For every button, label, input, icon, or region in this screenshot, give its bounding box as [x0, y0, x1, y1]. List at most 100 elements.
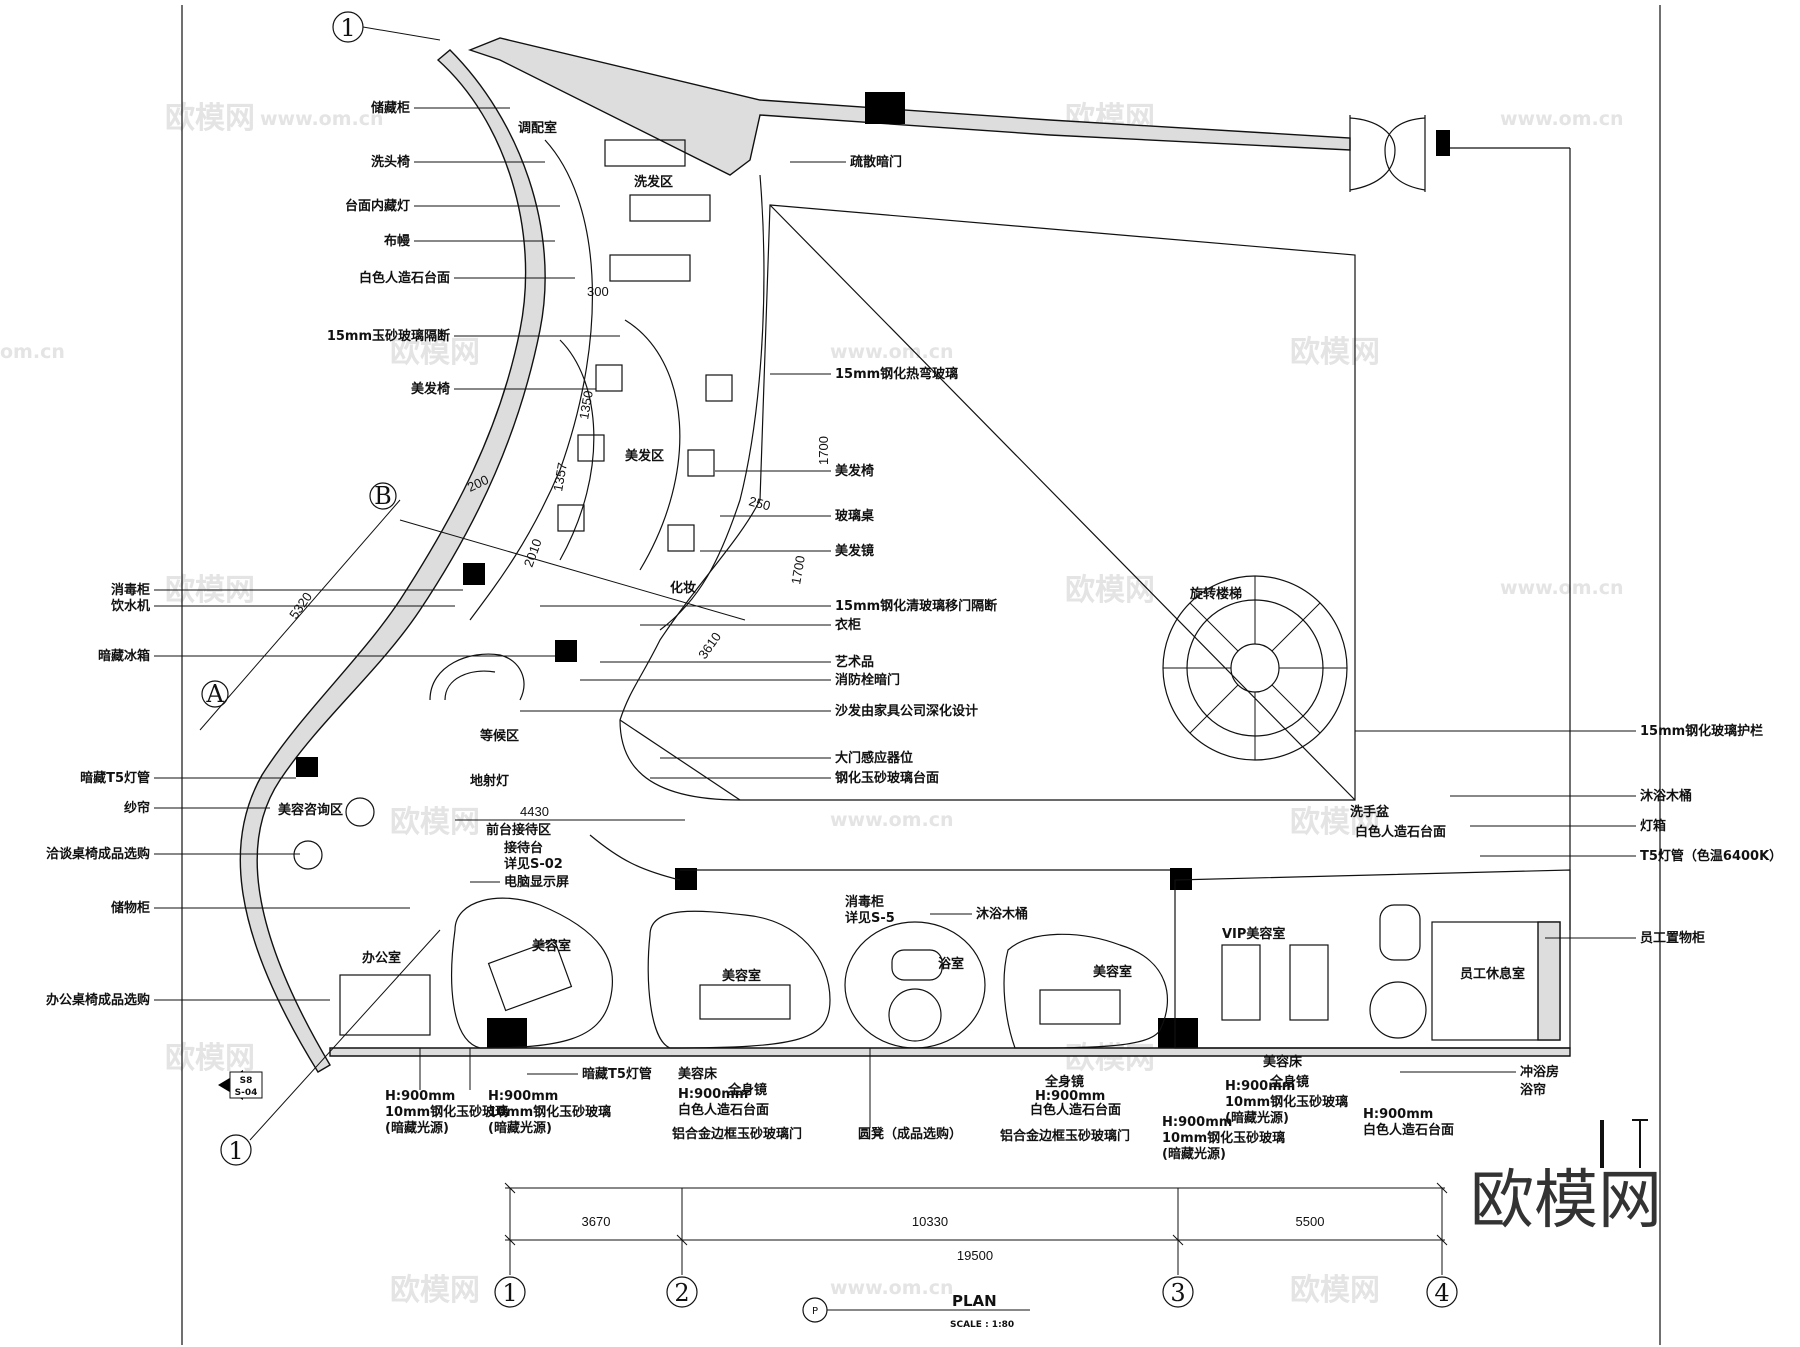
beauty-room-3 [1003, 933, 1169, 1049]
grid-bubble-label: 4 [1434, 1279, 1449, 1307]
watermark-text: 欧模网 [390, 1273, 480, 1308]
beauty-bed [487, 938, 573, 1012]
label-center: 消防栓暗门 [835, 672, 900, 688]
dimension-total: 19500 [957, 1248, 993, 1263]
label-bottom: 冲浴房 [1520, 1064, 1559, 1080]
column [1158, 1018, 1198, 1048]
beauty-bed [1039, 989, 1121, 1025]
room-name: 办公室 [362, 950, 401, 966]
dimension-text: 1350 [576, 389, 596, 420]
label-right: 沐浴木桶 [1640, 788, 1692, 804]
label-center: 衣柜 [835, 617, 861, 633]
styling-chair [705, 374, 733, 402]
right-labels: 15mm钢化玻璃护栏 洗手盆 白色人造石台面 沐浴木桶 灯箱 T5灯管（色温64… [845, 723, 1782, 946]
note-h900: 10mm钢化玉砂玻璃 [1225, 1094, 1348, 1110]
dimension-text: 1700 [816, 436, 831, 465]
note-h900: H:900mm [1225, 1079, 1295, 1094]
consult-chair [345, 797, 375, 827]
label-bottom: 白色人造石台面 [678, 1102, 769, 1118]
note-h900: 10mm钢化玉砂玻璃 [488, 1104, 611, 1120]
title-block: P PLAN SCALE : 1:80 [802, 1292, 1030, 1330]
column [296, 757, 318, 777]
round-stool [888, 988, 942, 1042]
counter-curve [469, 139, 593, 621]
watermark-text: 欧模网 [1290, 1273, 1380, 1308]
south-wall [329, 1047, 1571, 1057]
beauty-room-2 [647, 910, 831, 1049]
label-right: T5灯管（色温6400K） [1640, 848, 1782, 864]
column [555, 640, 577, 662]
label-left: 洗头椅 [371, 154, 410, 170]
plan-marker: P [812, 1306, 818, 1317]
label-right: 15mm钢化玻璃护栏 [1640, 723, 1763, 739]
h900-notes: H:900mm 10mm钢化玉砂玻璃 (暗藏光源) H:900mm 10mm钢化… [385, 1048, 1433, 1162]
section-tag-bottom: S-04 [235, 1088, 258, 1098]
label-bottom: 铝合金边框玉砂玻璃门 [1000, 1128, 1130, 1144]
dimension-text: 250 [747, 493, 772, 513]
section-tag-top: S8 [240, 1076, 253, 1086]
door-leaf [1349, 117, 1396, 191]
note-h900: (暗藏光源) [1225, 1110, 1289, 1126]
note-h900: (暗藏光源) [488, 1120, 552, 1136]
watermark-url: www.om.cn [1500, 108, 1624, 130]
label-left: 白色人造石台面 [359, 270, 450, 286]
label-center: 艺术品 [835, 654, 874, 670]
column [1436, 130, 1450, 156]
dimension-segment: 5500 [1296, 1214, 1325, 1229]
label-right: 白色人造石台面 [1355, 824, 1446, 840]
label-center: 接待台 [504, 840, 543, 856]
note-h900: 10mm钢化玉砂玻璃 [1162, 1130, 1285, 1146]
waiting-sofa [444, 670, 496, 701]
label-left: 美发椅 [411, 381, 450, 397]
room-name: 浴室 [938, 956, 964, 972]
grid-bubble [494, 1276, 526, 1308]
section-mark-label: B [374, 482, 392, 510]
label-center: 钢化玉砂玻璃台面 [835, 770, 939, 786]
section-mark-label: 1 [340, 14, 355, 42]
label-bottom: 浴帘 [1520, 1082, 1546, 1098]
dimension-text: 3610 [695, 629, 724, 661]
label-center: 玻璃桌 [835, 508, 875, 524]
shower-enclosure [1369, 981, 1427, 1039]
note-h900: H:900mm [1162, 1115, 1232, 1130]
room-name: 前台接待区 [486, 822, 551, 838]
watermark-url: www.om.cn [260, 108, 384, 130]
north-arrow [1600, 1119, 1648, 1168]
note-h900: 10mm钢化玉砂玻璃 [385, 1104, 508, 1120]
section-mark-label: A [205, 680, 224, 708]
label-center: 详见S-02 [504, 856, 563, 872]
room-name: 化妆 [670, 580, 696, 596]
watermark-text: 欧模网 [165, 101, 255, 136]
grid-bubble [666, 1276, 698, 1308]
styling-zone-curve [624, 319, 681, 571]
grid-bubble [1426, 1276, 1458, 1308]
label-right: 沐浴木桶 [976, 906, 1028, 922]
upper-wall [467, 37, 1351, 176]
styling-chair [577, 434, 605, 462]
vip-room [1174, 869, 1571, 1049]
watermark-url: www.om.cn [1500, 577, 1624, 599]
label-bottom: 全身镜 [1044, 1074, 1084, 1090]
label-center: 地射灯 [470, 773, 509, 789]
watermark-url: www.om.cn [830, 809, 954, 831]
label-bottom: 圆凳（成品选购） [858, 1126, 962, 1142]
label-center: 沙发由家具公司深化设计 [835, 703, 978, 719]
wash-chair [604, 139, 686, 167]
label-center: 电脑显示屏 [504, 874, 569, 890]
label-bottom: 全身镜 [727, 1082, 767, 1098]
vip-bed [1289, 944, 1329, 1021]
watermark-text: 欧模网 [390, 335, 480, 370]
label-left: 储物柜 [110, 900, 150, 916]
watermark-text: 欧模网 [1290, 805, 1380, 840]
bathroom [844, 921, 986, 1049]
section-marks: A B 1 1 [201, 11, 441, 1166]
label-center: 美发椅 [835, 463, 874, 479]
watermark-url: www.om.cn [830, 341, 954, 363]
label-center: 大门感应器位 [835, 750, 913, 766]
note-h900: (暗藏光源) [1162, 1146, 1226, 1162]
note-h900: H:900mm [1363, 1107, 1433, 1122]
label-right: 员工置物柜 [1640, 930, 1705, 946]
brand-watermark: 欧模网 [1470, 1164, 1662, 1238]
beauty-bed [699, 984, 791, 1020]
